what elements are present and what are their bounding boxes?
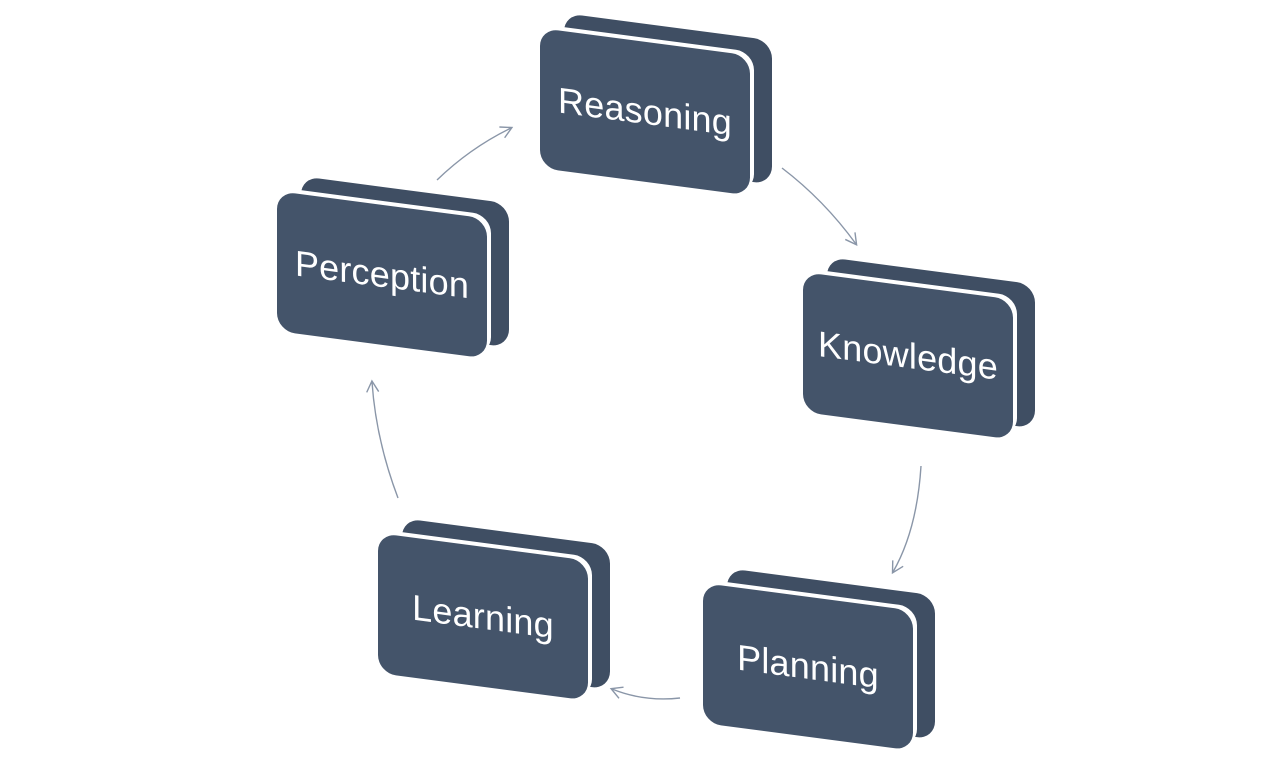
arrow-planning-to-learning (609, 686, 681, 700)
node-planning-label: Planning (737, 636, 879, 697)
node-perception-label: Perception (294, 242, 470, 307)
arrow-learning-to-perception (366, 379, 399, 499)
arrow-knowledge-to-planning (891, 465, 922, 575)
arrow-reasoning-to-knowledge (781, 167, 858, 246)
node-perception: Perception (277, 176, 509, 359)
node-learning: Learning (378, 518, 610, 701)
arrow-perception-to-reasoning (436, 126, 514, 181)
node-learning-label: Learning (412, 586, 554, 647)
node-knowledge-label: Knowledge (818, 322, 998, 388)
node-knowledge: Knowledge (803, 257, 1035, 440)
node-reasoning-label: Reasoning (558, 79, 732, 144)
node-planning: Planning (703, 568, 935, 751)
node-reasoning: Reasoning (540, 13, 772, 196)
